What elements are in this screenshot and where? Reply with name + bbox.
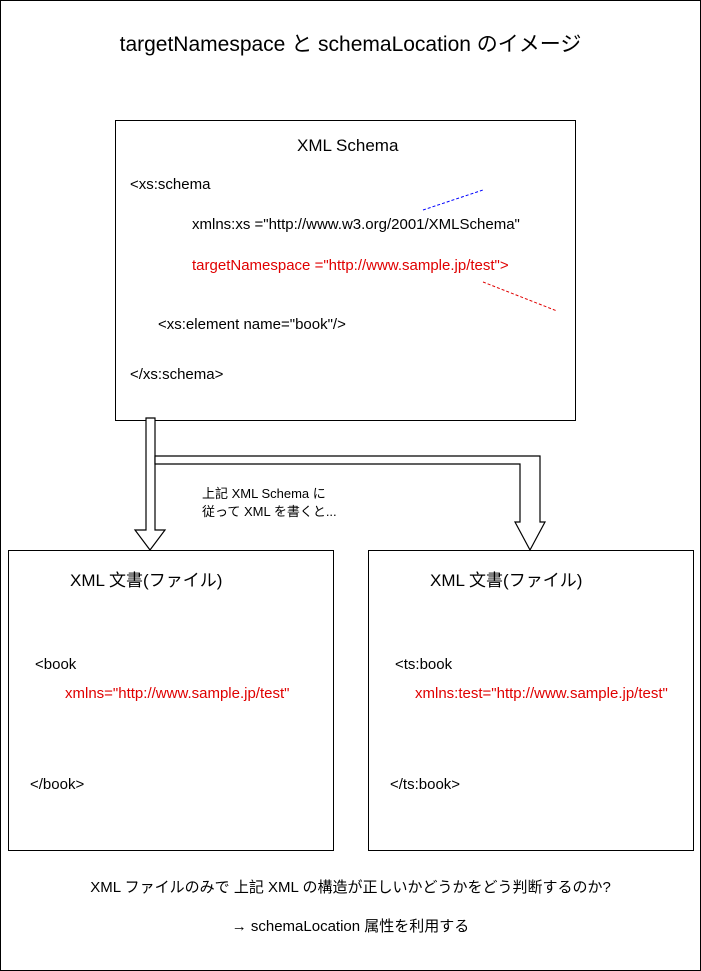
schema-element-line: <xs:element name="book"/> (158, 316, 346, 333)
diagram-title: targetNamespace と schemaLocation のイメージ (119, 33, 582, 56)
left-doc-namespace: xmlns="http://www.sample.jp/test" (65, 685, 290, 702)
blue-dashed-connector (422, 189, 484, 211)
right-xml-doc-box (368, 550, 694, 851)
arrow-note: 上記 XML Schema に 従って XML を書くと... (202, 485, 337, 521)
right-doc-open-tag: <ts:book (395, 656, 453, 673)
right-doc-namespace: xmlns:test="http://www.sample.jp/test" (415, 685, 668, 702)
left-down-arrow (133, 417, 167, 551)
right-doc-heading: XML 文書(ファイル) (430, 571, 583, 590)
schema-heading: XML Schema (297, 136, 399, 155)
left-doc-heading: XML 文書(ファイル) (70, 571, 223, 590)
arrow-note-line1: 上記 XML Schema に (202, 486, 326, 501)
footer-question: XML ファイルのみで 上記 XML の構造が正しいかどうかをどう判断するのか? (90, 879, 611, 896)
left-xml-doc-box (8, 550, 334, 851)
left-doc-open-tag: <book (35, 656, 77, 673)
red-dashed-connector (482, 281, 558, 312)
right-doc-close-tag: </ts:book> (390, 776, 461, 793)
right-elbow-arrow (154, 455, 547, 552)
left-doc-close-tag: </book> (30, 776, 85, 793)
schema-box (115, 120, 576, 421)
schema-target-namespace-line: targetNamespace ="http://www.sample.jp/t… (192, 257, 509, 274)
schema-close-tag: </xs:schema> (130, 366, 224, 383)
footer-answer: → schemaLocation 属性を利用する (231, 918, 470, 935)
schema-open-tag: <xs:schema (130, 176, 211, 193)
schema-xmlns-line: xmlns:xs ="http://www.w3.org/2001/XMLSch… (192, 216, 520, 233)
arrow-note-line2: 従って XML を書くと... (202, 504, 337, 519)
